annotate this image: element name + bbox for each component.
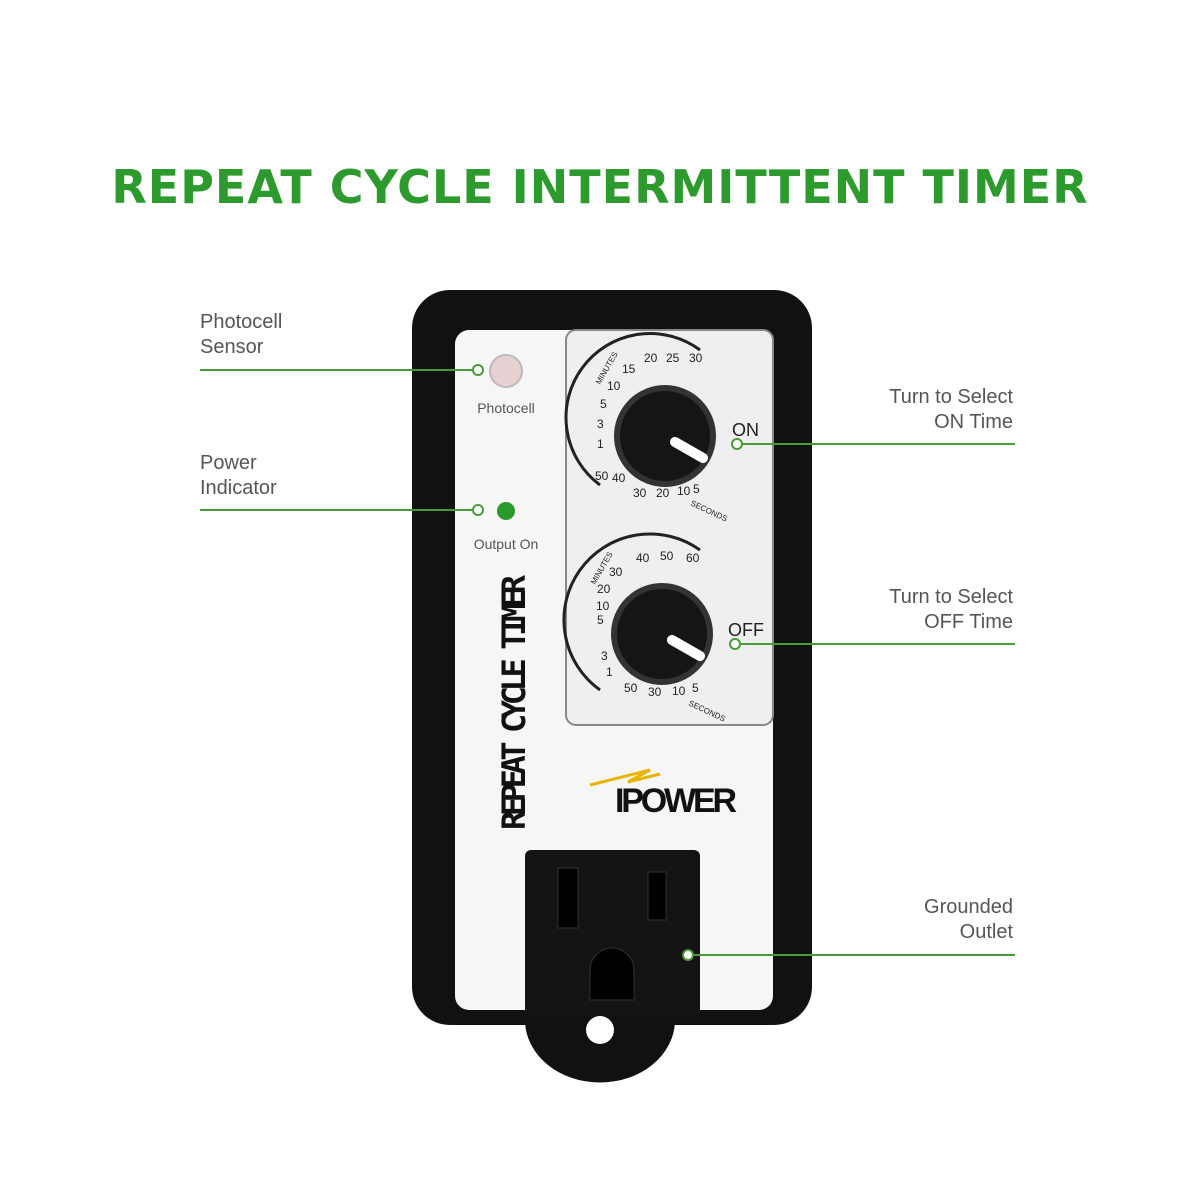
on-dial-label: ON bbox=[732, 420, 759, 440]
dial-scale-label: 5 bbox=[600, 397, 607, 411]
off-time-knob bbox=[611, 583, 713, 685]
photocell-sensor bbox=[489, 354, 523, 388]
dial-scale-label: 10 bbox=[607, 379, 621, 393]
tab-hole bbox=[586, 1016, 614, 1044]
dial-scale-label: 10 bbox=[677, 484, 691, 498]
brand-bolt-icon bbox=[589, 768, 661, 787]
device-shape bbox=[562, 532, 701, 692]
dial-scale-label: 5 bbox=[693, 482, 700, 496]
output-label: Output On bbox=[474, 536, 539, 552]
callout-line bbox=[742, 443, 1015, 445]
dial-scale-label: 10 bbox=[672, 684, 686, 698]
dial-scale-label: 30 bbox=[648, 685, 662, 699]
dial-scale-label: 30 bbox=[633, 486, 647, 500]
dial-scale-label: 20 bbox=[656, 486, 670, 500]
dial-scale-label: 30 bbox=[689, 351, 703, 365]
photocell-label: Photocell bbox=[477, 400, 535, 416]
device-shape bbox=[564, 332, 701, 487]
on-time-knob bbox=[614, 385, 716, 487]
dial-scale-label: 60 bbox=[686, 551, 700, 565]
dial-scale-label: 3 bbox=[597, 417, 604, 431]
callout-dot bbox=[472, 364, 484, 376]
callout-line bbox=[200, 369, 472, 371]
power-led bbox=[497, 502, 515, 520]
device-shape bbox=[557, 867, 579, 929]
dial-scale-label: 3 bbox=[601, 649, 608, 663]
device-shape bbox=[589, 947, 635, 1001]
brand-logo: IPOWER bbox=[615, 782, 737, 820]
dial-scale-label: 1 bbox=[606, 665, 613, 679]
off-dial-label: OFF bbox=[728, 620, 764, 640]
dial-scale-label: 50 bbox=[660, 549, 674, 563]
dial-scale-label: 10 bbox=[596, 599, 610, 613]
dial-scale-label: 20 bbox=[644, 351, 658, 365]
dial-scale-label: 5 bbox=[597, 613, 604, 627]
dial-scale-label: 50 bbox=[624, 681, 638, 695]
dial-scale-label: 15 bbox=[622, 362, 636, 376]
device-shape bbox=[670, 437, 708, 463]
callout-line bbox=[740, 643, 1015, 645]
device-shape bbox=[647, 871, 667, 921]
vertical-product-name: REPEAT CYCLE TIMER bbox=[495, 574, 533, 830]
dial-scale-label: 20 bbox=[597, 582, 611, 596]
dial-scale-label: 1 bbox=[597, 437, 604, 451]
callout-dot bbox=[472, 504, 484, 516]
dial-scale-label: 50 bbox=[595, 469, 609, 483]
callout-line bbox=[694, 954, 1015, 956]
dial-scale-label: 5 bbox=[692, 681, 699, 695]
callout-line bbox=[200, 509, 472, 511]
page-title: REPEAT CYCLE INTERMITTENT TIMER bbox=[111, 160, 1089, 214]
callout-dot bbox=[682, 949, 694, 961]
dial-scale-label: 25 bbox=[666, 351, 680, 365]
dial-scale-label: 30 bbox=[609, 565, 623, 579]
callout-dot bbox=[731, 438, 743, 450]
dial-scale-label: 40 bbox=[636, 551, 650, 565]
dial-scale-label: 40 bbox=[612, 471, 626, 485]
device-shape bbox=[667, 635, 705, 661]
callout-dot bbox=[729, 638, 741, 650]
